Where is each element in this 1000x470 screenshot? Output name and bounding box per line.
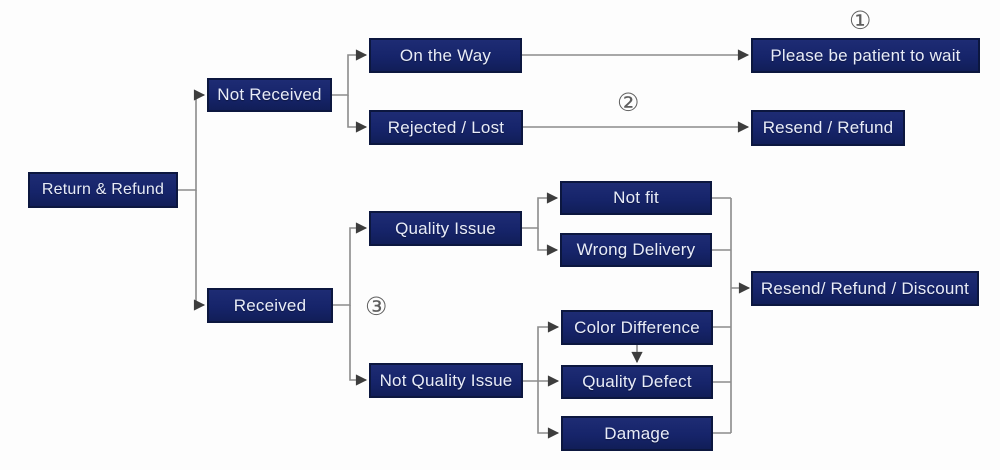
node-rejected-lost: Rejected / Lost xyxy=(369,110,523,145)
edge-qualityissue-notfit xyxy=(522,192,559,229)
circled-number-2: ② xyxy=(617,88,640,117)
edge-received-notqualityissue xyxy=(349,305,368,386)
node-not-quality-issue: Not Quality Issue xyxy=(369,363,523,398)
node-resend-refund-discount: Resend/ Refund / Discount xyxy=(751,271,979,306)
edge-returnrefund-received xyxy=(193,190,206,311)
circled-number-3: ③ xyxy=(365,292,388,321)
edge-notqualityissue-colordifference xyxy=(537,321,560,381)
edge-qualityissue-wrongdelivery xyxy=(537,228,559,256)
node-resend-refund: Resend / Refund xyxy=(751,110,905,146)
node-quality-issue: Quality Issue xyxy=(369,211,522,246)
node-not-received: Not Received xyxy=(207,78,332,112)
node-return-refund: Return & Refund xyxy=(28,172,178,208)
circled-number-1: ① xyxy=(849,6,872,35)
node-on-the-way: On the Way xyxy=(369,38,522,73)
node-damage: Damage xyxy=(561,416,713,451)
edge-notreceived-rejectedlost xyxy=(347,95,368,133)
node-please-be-patient-to-wait: Please be patient to wait xyxy=(751,38,980,73)
edge-notqualityissue-damage xyxy=(537,381,560,439)
node-quality-defect: Quality Defect xyxy=(561,365,713,399)
node-color-difference: Color Difference xyxy=(561,310,713,345)
edge-returnrefund-notreceived xyxy=(178,89,206,191)
node-wrong-delivery: Wrong Delivery xyxy=(560,233,712,267)
node-not-fit: Not fit xyxy=(560,181,712,215)
node-received: Received xyxy=(207,288,333,323)
edge-notreceived-ontheway xyxy=(332,49,368,96)
edge-received-qualityissue xyxy=(333,222,368,306)
